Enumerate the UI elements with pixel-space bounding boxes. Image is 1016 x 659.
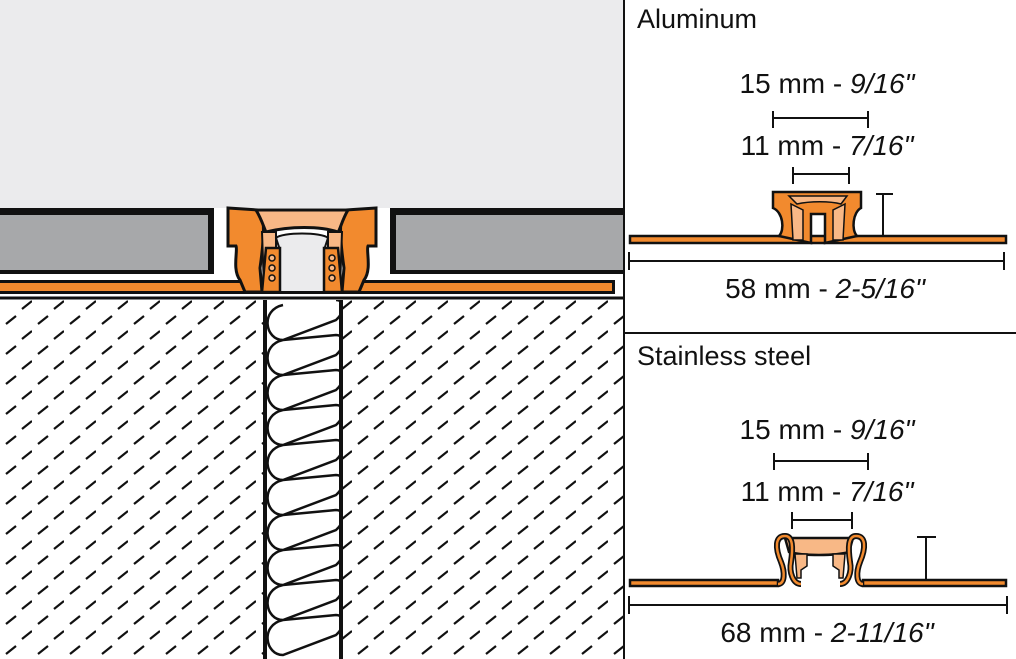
stainless-steel-title: Stainless steel [637,341,812,371]
aluminum-top-width-imperial: 9/16" [850,68,915,99]
aluminum-inner-width-label: 11 mm - 7/16" [741,130,914,162]
installation-section-view [0,0,625,659]
movement-joint-profile [226,206,378,294]
profile-drawings [625,111,1016,614]
profile-variants: Aluminum 15 mm - 9/16" 11 mm - 7/16" 58 … [625,0,1016,659]
stainless-top-width-metric: 15 mm - [739,414,843,445]
stainless-overall-width-label: 68 mm - 2-11/16" [720,617,933,649]
stainless-inner-width-label: 11 mm - 7/16" [741,476,914,508]
aluminum-overall-width-metric: 58 mm - [725,273,828,304]
substrate-right [342,300,625,659]
stainless-top-width-imperial: 9/16" [850,414,915,445]
aluminum-top-width-label: 15 mm - 9/16" [740,68,915,100]
stainless-top-width-label: 15 mm - 9/16" [740,414,915,446]
joint-insulation [263,300,343,659]
aluminum-inner-width-metric: 11 mm - [740,130,842,161]
stainless-overall-width-metric: 68 mm - [720,617,824,648]
aluminum-overall-width-label: 58 mm - 2-5/16" [725,273,925,305]
stainless-steel-profile-drawing [628,453,1008,614]
stainless-inner-width-metric: 11 mm - [740,476,842,507]
aluminum-top-width-metric: 15 mm - [739,68,843,99]
wall-surface [0,0,625,208]
aluminum-overall-width-imperial: 2-5/16" [835,273,925,304]
substrate-left [0,300,264,659]
aluminum-title: Aluminum [637,4,758,34]
tile-right [390,208,625,274]
tile-left [0,208,214,274]
aluminum-inner-width-imperial: 7/16" [848,130,914,161]
aluminum-profile-drawing [628,111,1008,270]
stainless-overall-width-imperial: 2-11/16" [830,617,934,648]
stainless-inner-width-imperial: 7/16" [848,476,914,507]
section-drawing [0,0,625,659]
